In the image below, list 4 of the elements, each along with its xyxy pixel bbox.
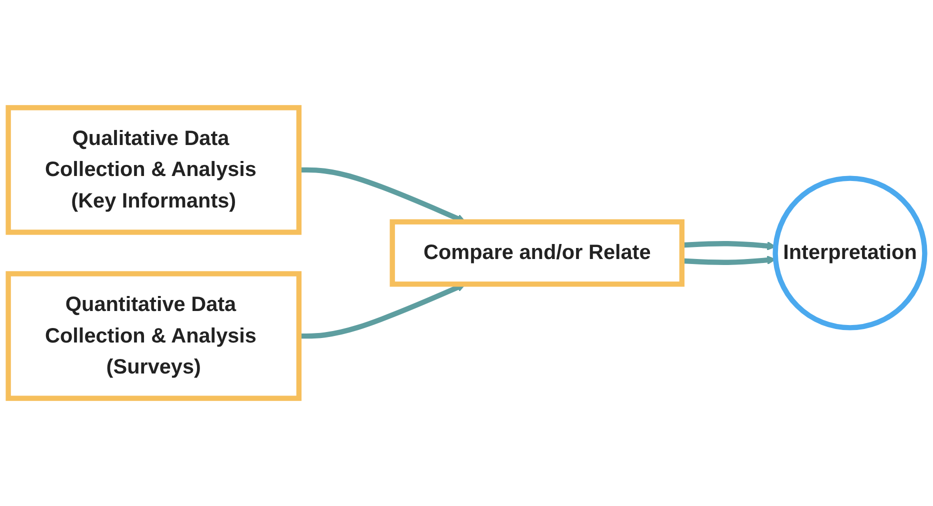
node-circle: Interpretation bbox=[772, 176, 928, 330]
node-box: Quantitative Data Collection & Analysis (Surveys) bbox=[6, 271, 302, 401]
node-box: Qualitative Data Collection & Analysis (Key Informants) bbox=[6, 105, 302, 235]
node-box: Compare and/or Relate bbox=[390, 219, 684, 287]
